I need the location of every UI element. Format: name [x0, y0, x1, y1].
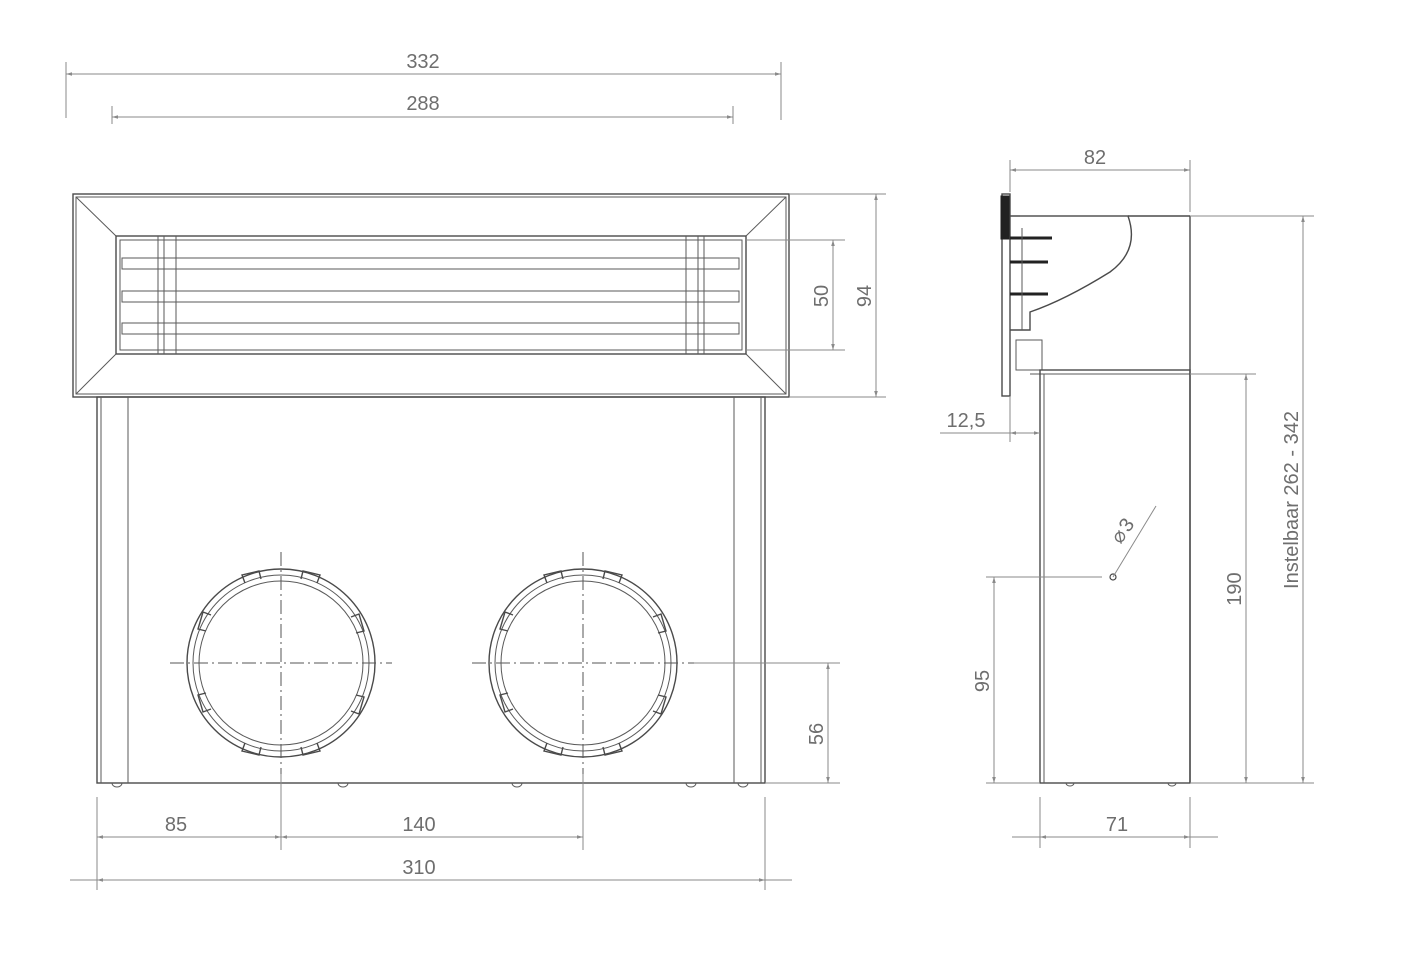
dim-body-width: 310 — [70, 857, 792, 882]
dim-label-140: 140 — [402, 814, 435, 836]
dim-grille-width: 288 — [111, 93, 734, 124]
dim-depth-top: 82 — [1009, 147, 1191, 212]
dim-label-85: 85 — [165, 814, 187, 836]
dim-label-95: 95 — [972, 670, 994, 692]
grille-slats — [121, 236, 740, 354]
side-sleeve — [1030, 215, 1191, 783]
dim-label-310: 310 — [402, 857, 435, 879]
dim-label-288: 288 — [406, 93, 439, 115]
dim-grille-opening: 50 — [746, 239, 845, 351]
pipe-connection-left — [170, 552, 392, 774]
dim-label-56: 56 — [806, 723, 828, 745]
dim-overall-width: 332 — [65, 51, 782, 120]
dim-pipe-positions: 85 140 — [96, 774, 766, 890]
dim-label-94: 94 — [854, 285, 876, 307]
body-feet — [111, 782, 749, 788]
dim-body-height: 190 — [1190, 373, 1256, 784]
dim-label-12-5: 12,5 — [947, 410, 986, 432]
dim-grille-height: 94 — [789, 193, 886, 398]
dim-pipe-center-height: 56 — [694, 662, 840, 784]
side-body — [1039, 369, 1191, 787]
dim-label-50: 50 — [811, 285, 833, 307]
pipe-connection-right — [472, 552, 694, 774]
dim-label-adjustable: Instelbaar 262 - 342 — [1281, 411, 1303, 589]
dim-body-depth: 71 — [1012, 797, 1218, 848]
dim-adjustable-range: Instelbaar 262 - 342 — [1190, 215, 1314, 784]
side-grille — [1000, 193, 1133, 397]
front-body — [96, 396, 766, 788]
front-view: 332 288 50 94 56 — [65, 51, 886, 890]
dim-flange-offset: 12,5 — [940, 396, 1040, 442]
dim-label-332: 332 — [406, 51, 439, 73]
dim-screw-height: 95 — [972, 576, 1102, 784]
dim-label-71: 71 — [1106, 814, 1128, 836]
grille-frame — [72, 193, 790, 398]
dim-label-190: 190 — [1224, 572, 1246, 605]
screw-hole — [1109, 573, 1117, 581]
side-view: 82 12,5 ⌀ 3 95 190 — [940, 147, 1314, 848]
dim-label-82: 82 — [1084, 147, 1106, 169]
